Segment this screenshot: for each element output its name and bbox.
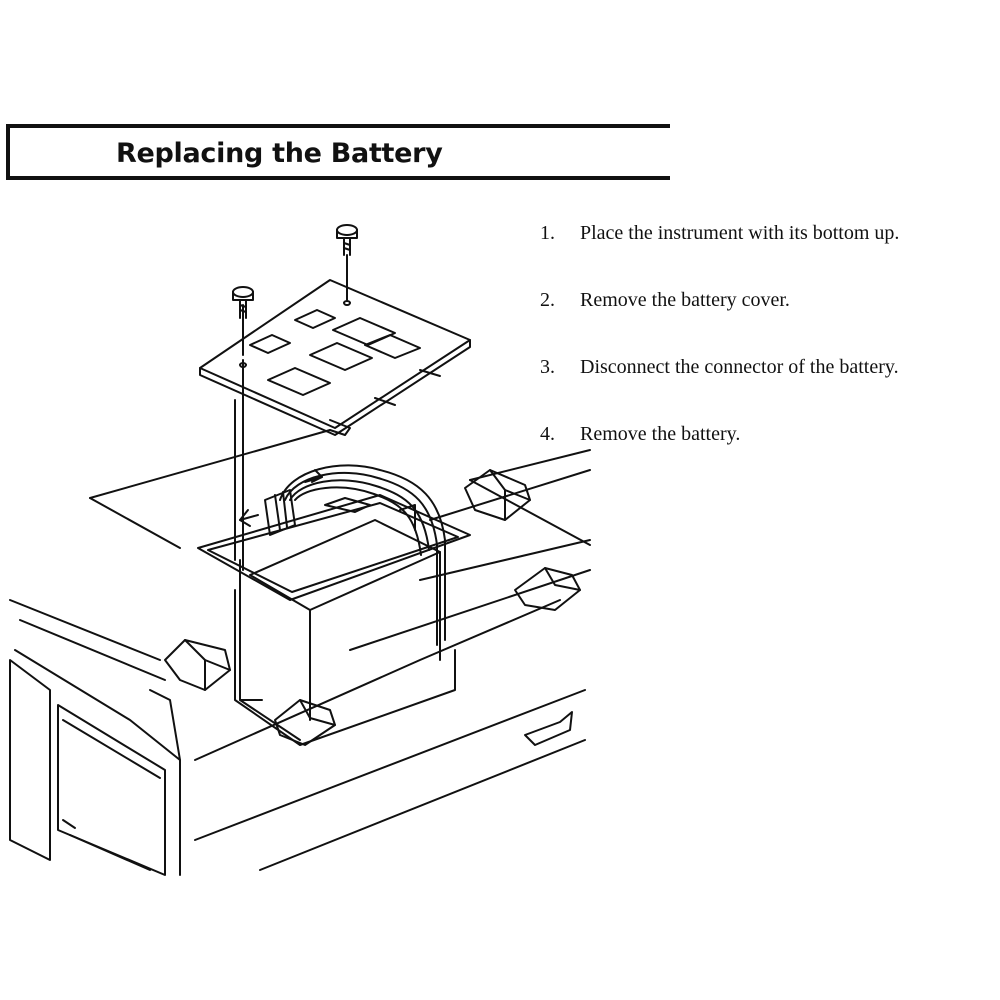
rubber-foot bbox=[464, 469, 531, 521]
battery bbox=[234, 497, 456, 746]
step-number: 3. bbox=[540, 356, 555, 378]
rubber-foot bbox=[274, 699, 336, 746]
step-number: 1. bbox=[540, 222, 555, 244]
side-panel bbox=[9, 659, 166, 876]
alignment-guide-lines bbox=[234, 254, 348, 571]
battery-replacement-illustration bbox=[0, 210, 600, 880]
step-text: Place the instrument with its bottom up. bbox=[580, 222, 900, 244]
screw-icon bbox=[232, 286, 254, 319]
step-text: Remove the battery. bbox=[580, 423, 741, 445]
rubber-foot bbox=[164, 639, 231, 691]
step-text: Disconnect the connector of the battery. bbox=[580, 356, 899, 378]
battery-connector bbox=[264, 489, 296, 536]
step-number: 2. bbox=[540, 289, 555, 311]
rubber-foot bbox=[514, 567, 581, 611]
step-text: Remove the battery cover. bbox=[580, 289, 790, 311]
rubber-foot bbox=[524, 711, 573, 746]
instrument-body-outline bbox=[9, 429, 591, 876]
section-title-bar: Replacing the Battery bbox=[6, 124, 670, 180]
page-title: Replacing the Battery bbox=[116, 138, 443, 169]
disconnect-arrow-right bbox=[304, 469, 323, 483]
battery-compartment bbox=[197, 494, 471, 741]
battery-cover bbox=[199, 279, 471, 436]
screw-icon bbox=[336, 224, 358, 256]
step-number: 4. bbox=[540, 423, 555, 445]
battery-cable bbox=[279, 464, 446, 646]
